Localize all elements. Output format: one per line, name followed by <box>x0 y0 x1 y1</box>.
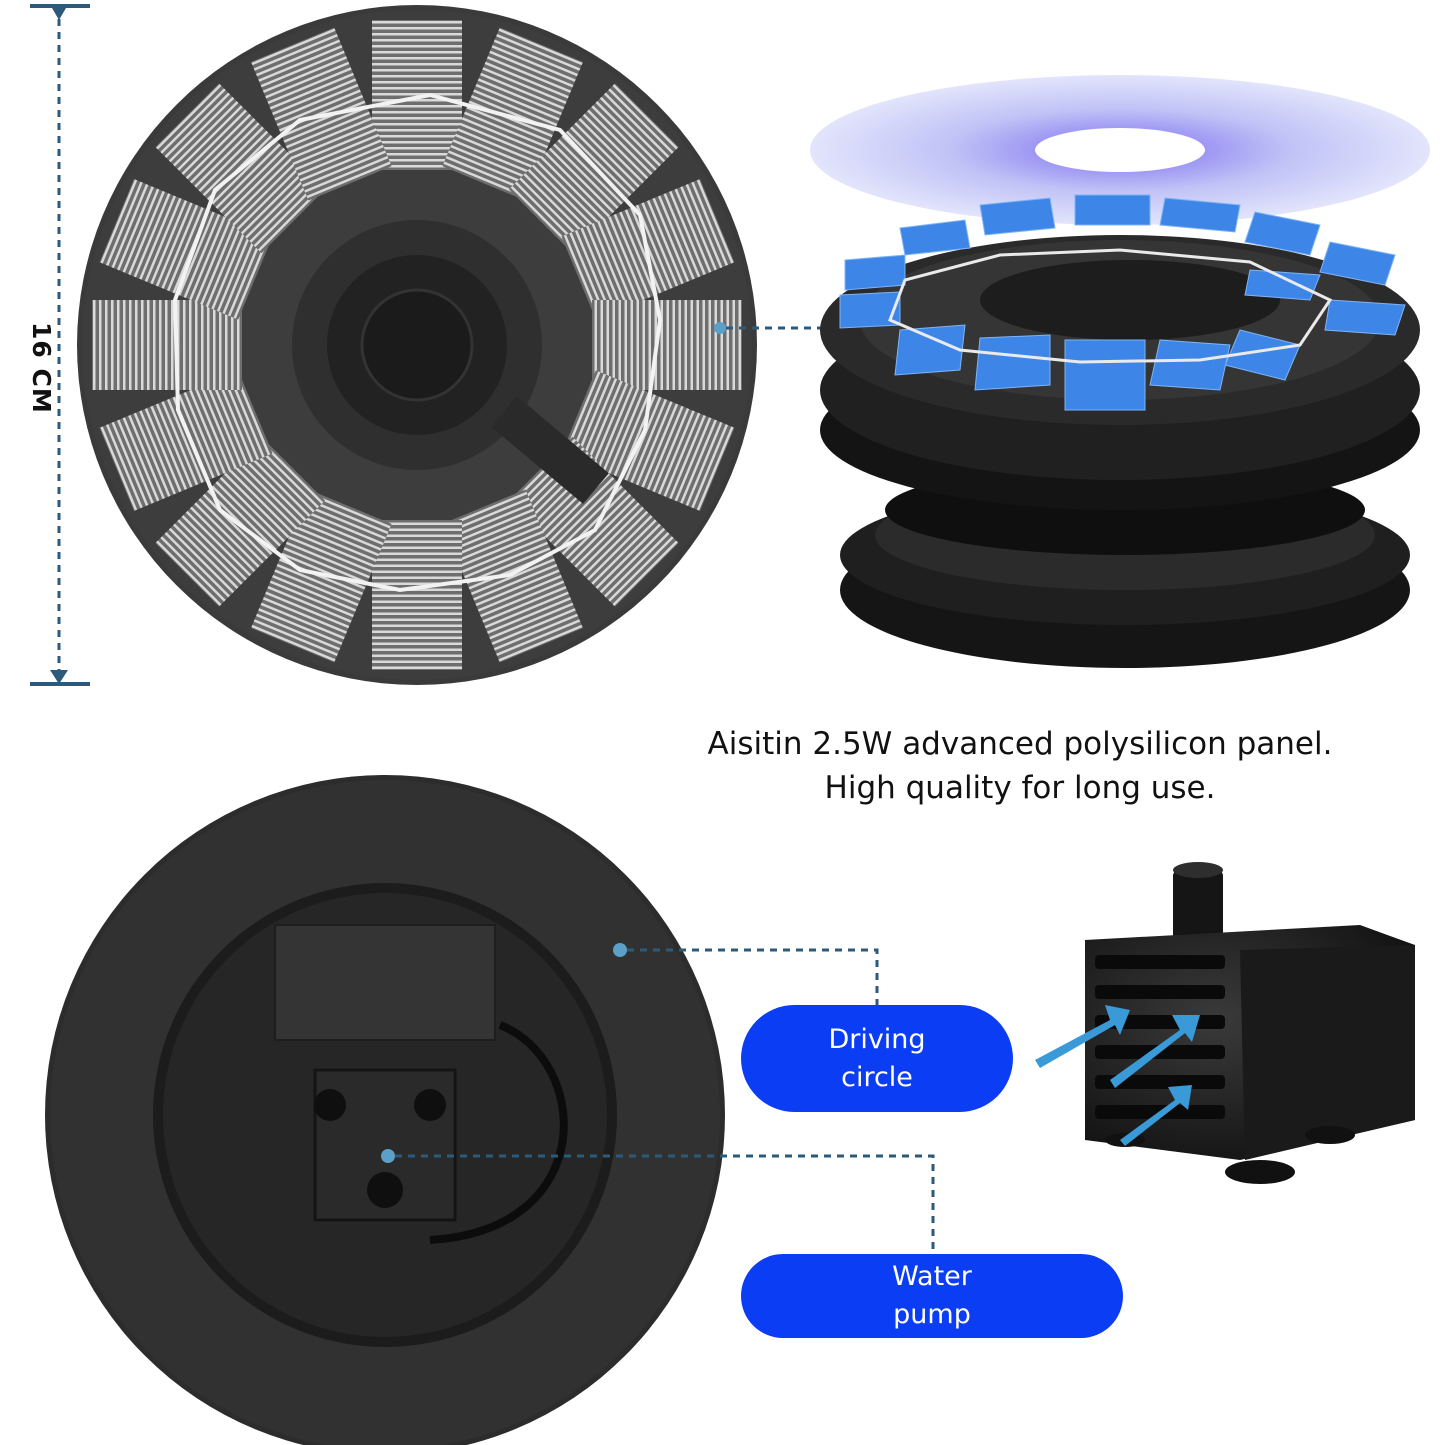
callout-connector-lines <box>395 948 935 1255</box>
product-caption: Aisitin 2.5W advanced polysilicon panel.… <box>640 722 1400 810</box>
solar-panel-back-view <box>45 775 725 1445</box>
caption-line-2: High quality for long use. <box>824 770 1216 806</box>
caption-line-1: Aisitin 2.5W advanced polysilicon panel. <box>707 726 1333 762</box>
dimension-indicator <box>30 4 90 686</box>
solar-panel-top-view <box>77 5 757 685</box>
water-pump-illustration <box>1035 862 1415 1184</box>
dimension-label: 16 CM <box>27 322 56 414</box>
solar-panel-exploded-view <box>810 75 1430 668</box>
water-pump-label: Water pump <box>741 1254 1123 1338</box>
driving-circle-label: Driving circle <box>741 1005 1013 1112</box>
